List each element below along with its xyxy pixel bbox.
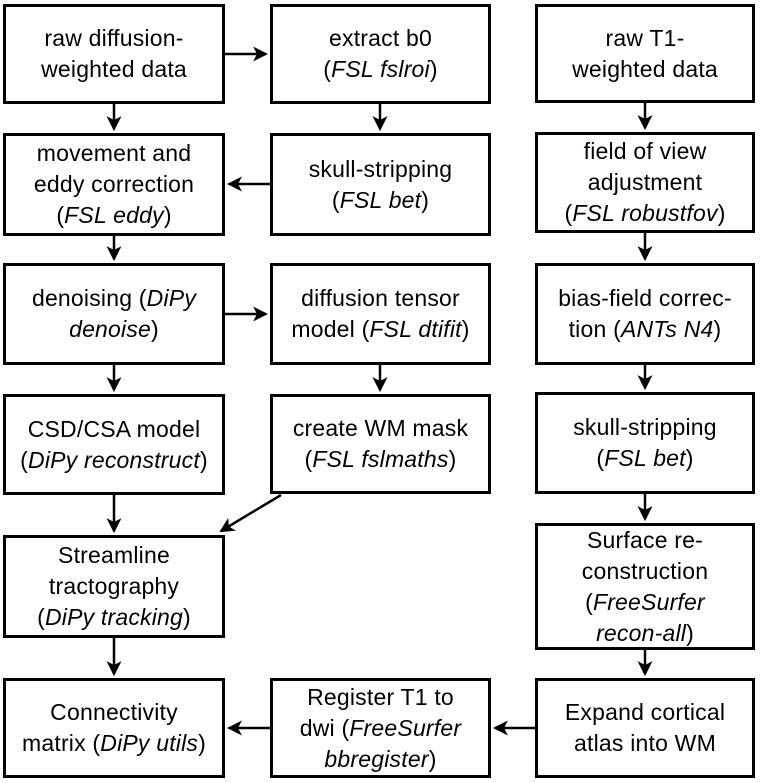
node-label-line: create WM mask <box>292 415 469 441</box>
node-label-line: (FSL eddy) <box>56 202 172 228</box>
node-bias-field-correction: bias-field correc-tion (ANTs N4) <box>535 263 755 365</box>
node-label-line: raw diffusion- <box>44 25 184 51</box>
node-csd-csa-model: CSD/CSA model (DiPy reconstruct) <box>3 394 225 495</box>
node-label-line: (FSL bet) <box>331 186 430 213</box>
node-label-line: Expand cortical <box>564 699 726 725</box>
node-raw-dwi: raw diffusion-weighted data <box>3 4 225 104</box>
node-connectivity-matrix: Connectivity matrix (DiPy utils) <box>3 678 225 778</box>
node-denoising: denoising (DiPy denoise) <box>3 263 225 365</box>
node-eddy-correction: movement and eddy correction (FSL eddy) <box>3 133 225 236</box>
node-label-line: (FSL fslmaths) <box>304 446 457 472</box>
node-label-line: Connectivity <box>50 699 178 725</box>
node-label-line: atlas into WM <box>574 730 716 756</box>
node-label-line: field of view <box>583 138 707 164</box>
node-label-line: Surface re- <box>587 526 703 553</box>
node-fov-adjustment: field of view adjustment (FSL robustfov) <box>535 132 755 233</box>
node-label-line: (DiPy tracking) <box>37 604 191 630</box>
node-label-line: bias-field correc- <box>558 285 732 311</box>
node-label-line: extract b0 <box>329 25 432 51</box>
node-raw-t1: raw T1- weighted data <box>535 4 755 103</box>
node-label-line: (FSL fslroi) <box>323 56 438 82</box>
node-register-t1-to-dwi: Register T1 to dwi (FreeSurfer bbregister) <box>270 678 491 778</box>
node-label-line: eddy correction <box>33 171 195 197</box>
node-label-line: diffusion tensor <box>301 285 460 311</box>
node-create-wm-mask: create WM mask (FSL fslmaths) <box>270 394 491 494</box>
node-label-line: adjustment <box>587 169 703 195</box>
node-label-line: Register T1 to <box>307 683 454 710</box>
node-label-line: movement and <box>36 140 192 166</box>
node-extract-b0: extract b0 (FSL fslroi) <box>270 4 491 104</box>
arrow-wm-mask-to-streamline <box>219 493 282 533</box>
node-surface-reconstruction: Surface re-construction (FreeSurfer recon-… <box>535 523 755 650</box>
node-label-line: model (FSL dtifit) <box>291 316 470 342</box>
node-skull-stripping-dwi: skull-stripping (FSL bet) <box>270 133 491 236</box>
node-label-line: matrix (DiPy utils) <box>22 730 206 756</box>
node-diffusion-tensor-model: diffusion tensor model (FSL dtifit) <box>270 263 491 365</box>
node-label-line: skull-stripping <box>573 414 717 440</box>
node-label-line: raw T1- <box>605 24 685 51</box>
node-label-line: dwi (FreeSurfer <box>299 714 462 741</box>
node-label-line: denoise) <box>69 316 159 342</box>
node-label-line: (FSL robustfov) <box>564 200 726 226</box>
node-label-line: recon-all) <box>596 619 694 646</box>
node-label-line: skull-stripping <box>308 155 453 182</box>
node-label-line: denoising (DiPy <box>31 285 197 311</box>
node-label-line: construction <box>581 557 709 584</box>
node-label-line: (FreeSurfer <box>585 588 705 615</box>
node-expand-cortical-atlas: Expand cortical atlas into WM <box>535 678 755 778</box>
node-label-line: weighted data <box>572 55 718 82</box>
node-label-line: tractography <box>48 573 180 599</box>
node-label-line: Streamline <box>58 542 170 568</box>
node-label-line: CSD/CSA model <box>27 415 201 442</box>
node-label-line: (FSL bet) <box>596 445 694 471</box>
node-label-line: weighted data <box>41 56 187 82</box>
node-streamline-tractography: Streamline tractography (DiPy tracking) <box>3 535 225 638</box>
node-label-line: bbregister) <box>324 745 437 772</box>
node-label-line: (DiPy reconstruct) <box>20 446 208 473</box>
node-label-line: tion (ANTs N4) <box>568 316 722 342</box>
node-skull-stripping-t1: skull-stripping (FSL bet) <box>535 392 755 494</box>
